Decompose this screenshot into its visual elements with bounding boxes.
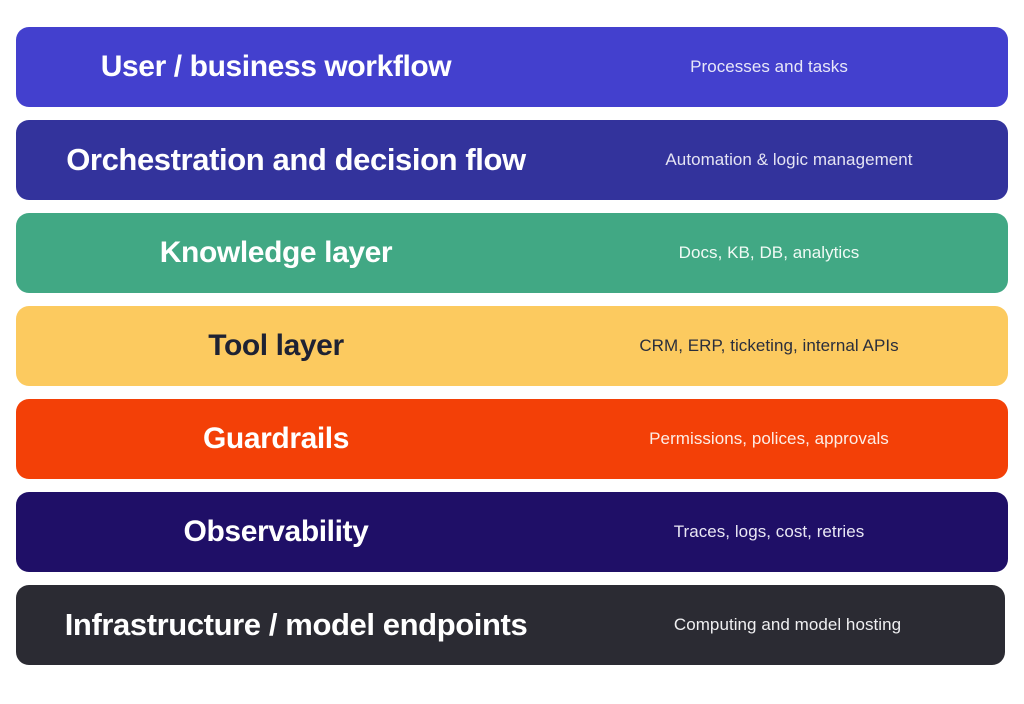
layer-description: Processes and tasks xyxy=(690,56,848,76)
layer-title: Orchestration and decision flow xyxy=(66,141,526,177)
layer-row: Tool layer CRM, ERP, ticketing, internal … xyxy=(16,306,1008,386)
layer-description: Permissions, polices, approvals xyxy=(649,428,889,448)
layer-row: User / business workflow Processes and ta… xyxy=(16,27,1008,107)
layer-row: Orchestration and decision flow Automatio… xyxy=(16,120,1008,200)
layer-title: Infrastructure / model endpoints xyxy=(64,606,528,642)
layer-description: CRM, ERP, ticketing, internal APIs xyxy=(639,335,899,355)
layer-description: Docs, KB, DB, analytics xyxy=(678,242,860,262)
layer-description: Automation & logic management xyxy=(665,149,913,169)
layer-row: Knowledge layer Docs, KB, DB, analytics xyxy=(16,213,1008,293)
layer-row: Guardrails Permissions, polices, approval… xyxy=(16,399,1008,479)
layer-title: Tool layer xyxy=(208,329,344,363)
layer-description: Traces, logs, cost, retries xyxy=(673,521,865,541)
layer-description: Computing and model hosting xyxy=(673,614,902,634)
layer-title: User / business workflow xyxy=(100,50,452,84)
layer-title: Guardrails xyxy=(202,422,350,456)
layer-title: Observability xyxy=(183,515,369,549)
layer-row: Observability Traces, logs, cost, retries xyxy=(16,492,1008,572)
layer-row: Infrastructure / model endpoints Computin… xyxy=(16,585,1005,665)
layer-title: Knowledge layer xyxy=(159,236,393,270)
